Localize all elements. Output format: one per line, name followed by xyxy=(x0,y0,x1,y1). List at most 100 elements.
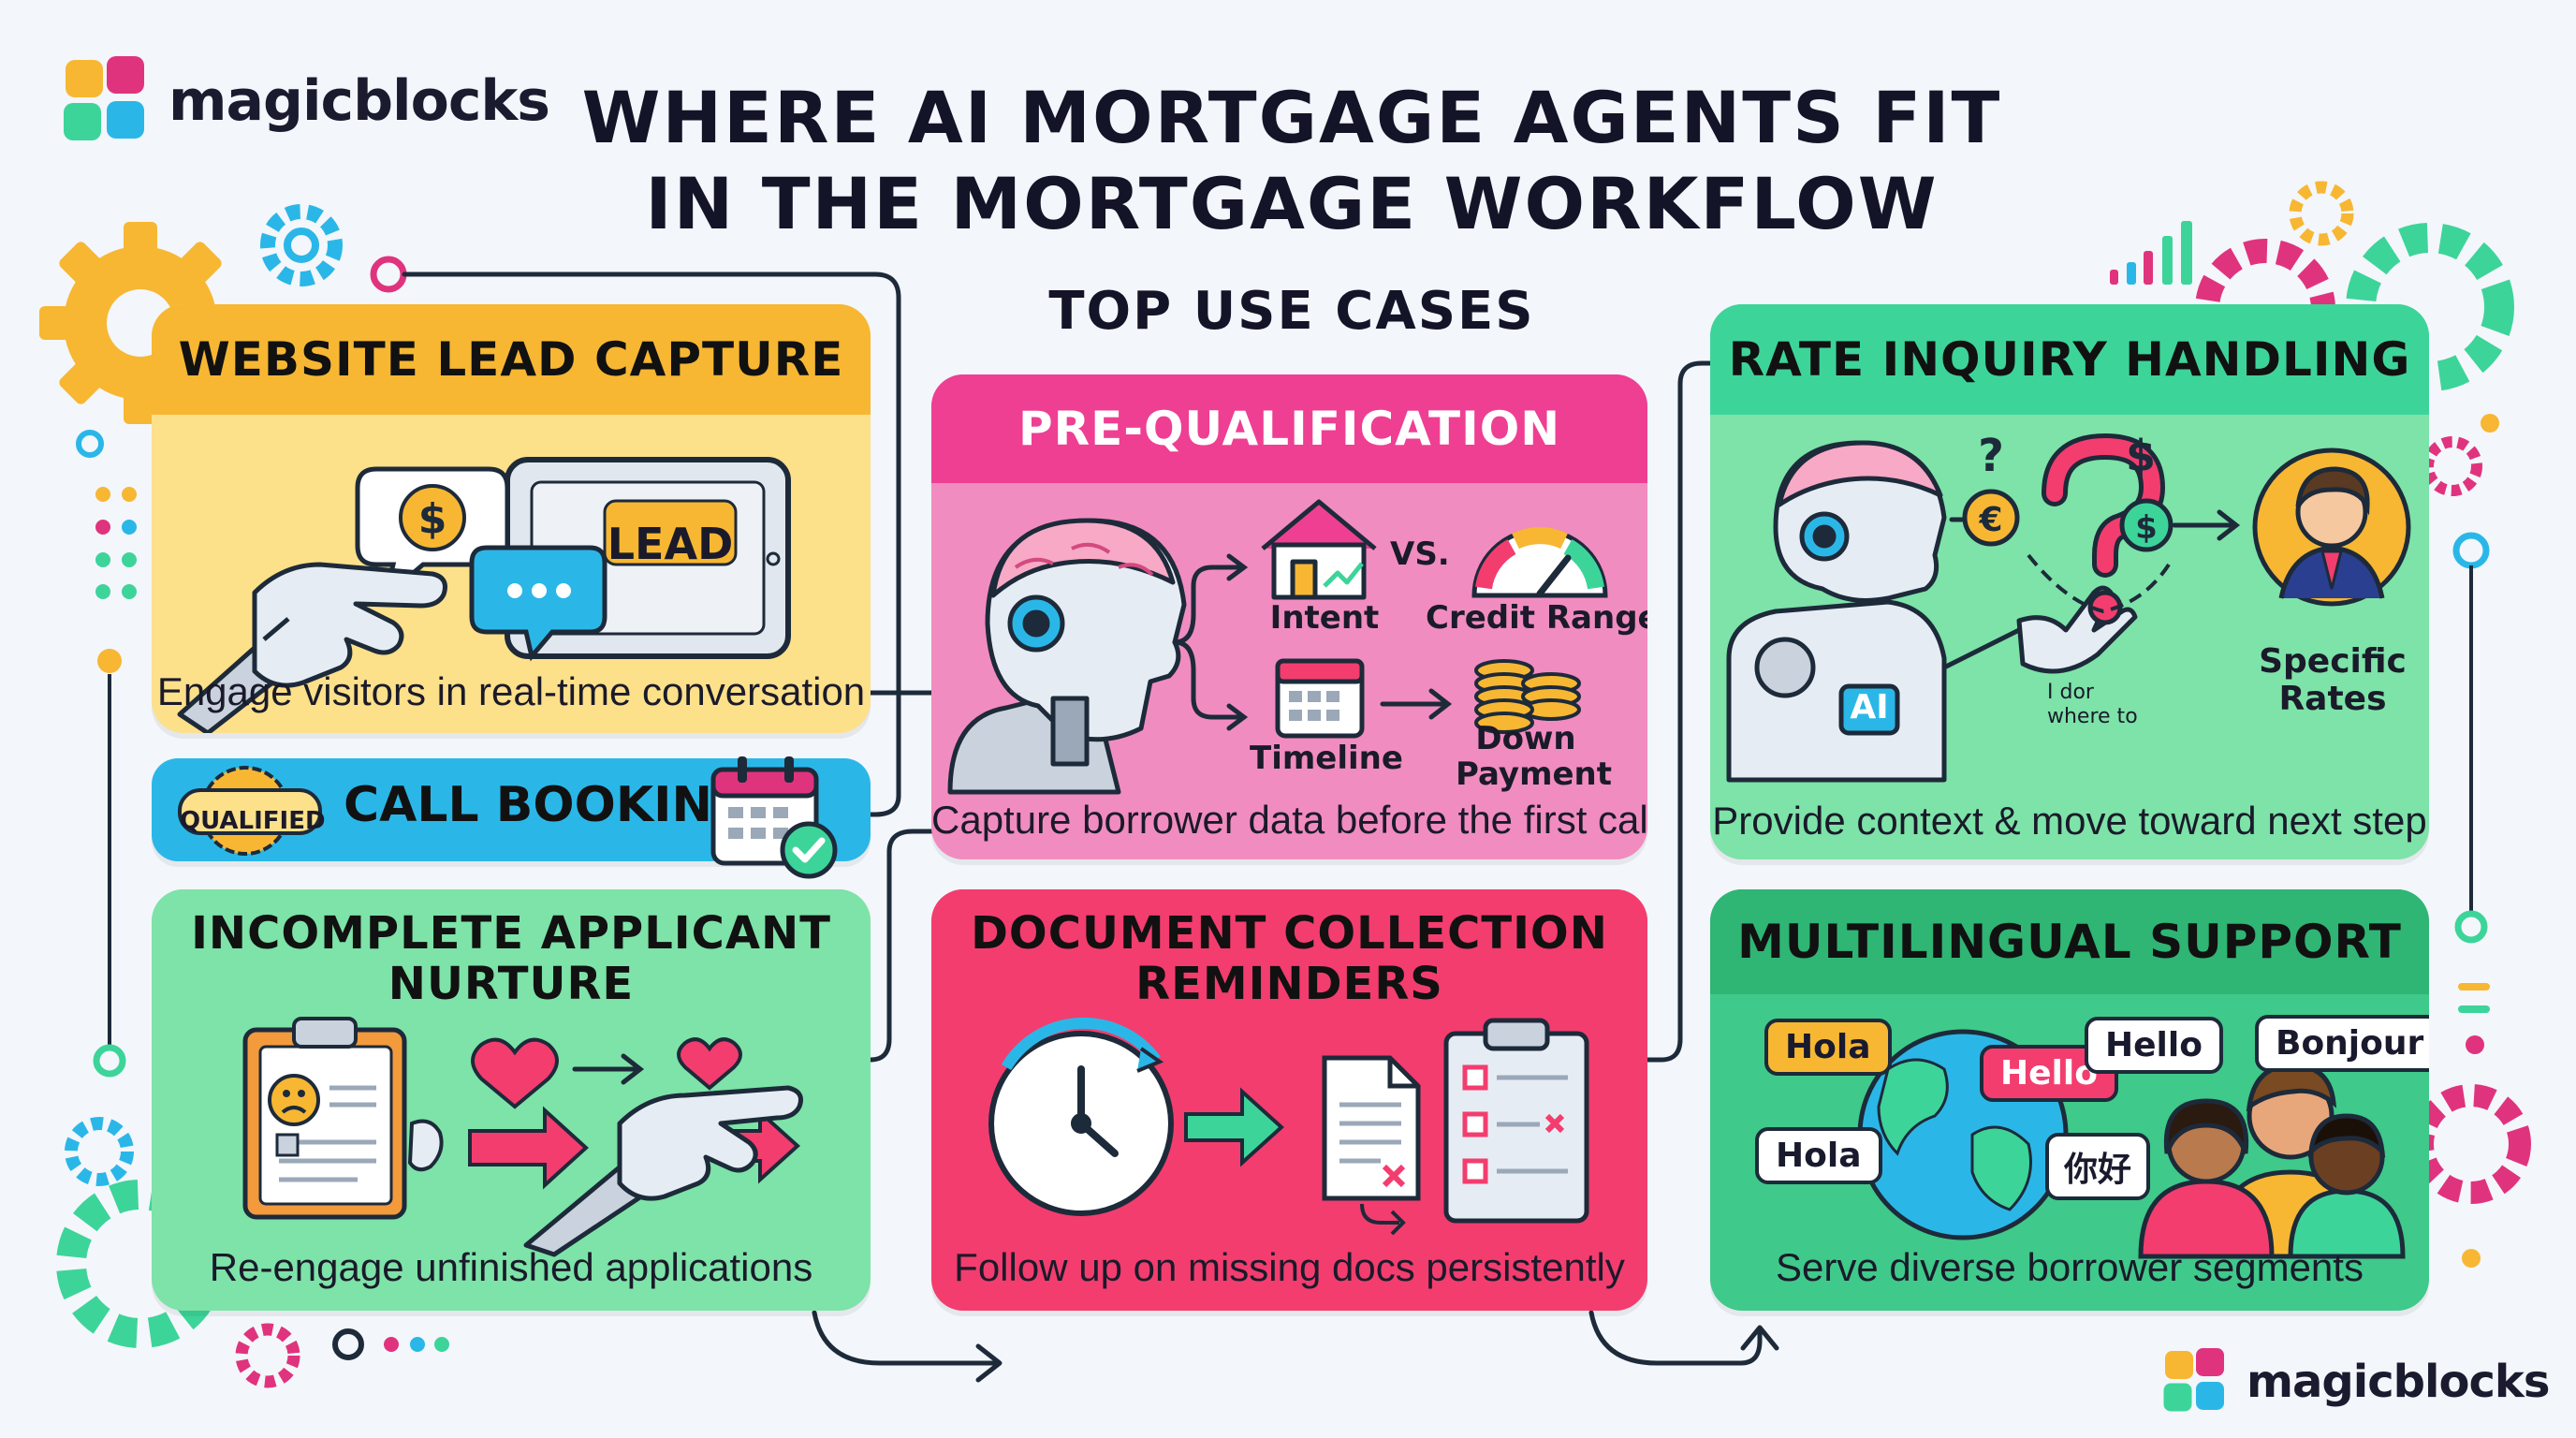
gear-icon xyxy=(235,1323,300,1388)
gear-icon xyxy=(2411,1084,2531,1204)
down-payment-line2: Payment xyxy=(1456,756,1613,793)
card-caption: Capture borrower data before the first c… xyxy=(931,798,1647,842)
hand-text-line1: I dor xyxy=(2047,681,2094,704)
brand-name: magicblocks xyxy=(168,68,550,134)
specific-rates-line2: Rates xyxy=(2278,680,2387,718)
dots-icon xyxy=(332,1328,449,1360)
credit-gauge-icon xyxy=(1471,527,1608,598)
gear-icon xyxy=(65,1117,134,1186)
hand-text: I dor where to xyxy=(2047,681,2138,729)
gear-icon xyxy=(2346,223,2514,391)
card-header: WEBSITE LEAD CAPTURE xyxy=(152,304,871,415)
dollar-coin-icon xyxy=(2119,498,2174,552)
dots-icon xyxy=(95,487,137,599)
lead-badge xyxy=(603,499,738,566)
speech-bubble-text: Bonjour xyxy=(2276,1024,2424,1063)
gear-icon xyxy=(260,204,343,286)
heart-icon xyxy=(471,1037,559,1109)
magicblocks-logo-icon xyxy=(64,56,144,140)
svg-text:€: € xyxy=(1978,501,2002,539)
brand-name: magicblocks xyxy=(2247,1356,2550,1408)
agent-avatar-icon xyxy=(2252,448,2411,607)
card-caption: Follow up on missing docs persistently xyxy=(954,1245,1625,1289)
dot-icon xyxy=(2454,910,2488,944)
card-header: MULTILINGUAL SUPPORT xyxy=(1710,889,2429,994)
card-caption: Serve diverse borrower segments xyxy=(1776,1245,2364,1289)
speech-bubble-text: Hello xyxy=(2000,1054,2098,1093)
dot-icon xyxy=(93,1044,126,1078)
card-header: RATE INQUIRY HANDLING xyxy=(1710,304,2429,415)
speech-bubble: Hello xyxy=(2085,1017,2223,1074)
arrow-right-icon xyxy=(468,1106,589,1190)
vs-label: VS. xyxy=(1390,536,1450,573)
arrow-right-icon xyxy=(1184,1087,1284,1167)
bar-chart-icon xyxy=(2110,221,2192,285)
speech-bubble-text: Hello xyxy=(2105,1026,2203,1064)
dot-icon xyxy=(76,430,104,458)
ai-chest-label: AI xyxy=(1850,688,1889,726)
robot-icon xyxy=(1726,440,2138,783)
document-collection-illustration xyxy=(988,1017,1589,1236)
speech-bubble: 你好 xyxy=(2045,1133,2151,1200)
clipboard-icon xyxy=(242,1017,407,1220)
card-document-collection[interactable]: DOCUMENT COLLECTION REMINDERS xyxy=(931,889,1647,1311)
card-caption: Provide context & move toward next step xyxy=(1712,799,2427,843)
card-title-line1: INCOMPLETE APPLICANT xyxy=(191,907,831,960)
card-call-booking[interactable]: QUALIFIED CALL BOOKING xyxy=(152,756,871,879)
qualified-badge-label: QUALIFIED xyxy=(180,807,326,835)
specific-rates-label: Specific Rates xyxy=(2253,643,2412,718)
gear-icon xyxy=(2422,436,2482,496)
page-title-line1: WHERE AI MORTGAGE AGENTS FIT xyxy=(581,76,2002,159)
card-header: PRE-QUALIFICATION xyxy=(931,374,1647,483)
speech-bubble-text: Hola xyxy=(1776,1137,1862,1175)
robot-hand-icon xyxy=(407,1119,444,1172)
card-pre-qualification[interactable]: PRE-QUALIFICATION xyxy=(931,374,1647,859)
card-title: RATE INQUIRY HANDLING xyxy=(1728,332,2411,387)
card-header: DOCUMENT COLLECTION REMINDERS xyxy=(931,889,1647,1020)
dots-icon xyxy=(2458,983,2490,1054)
document-icon xyxy=(1322,1055,1421,1201)
clock-icon xyxy=(988,1017,1174,1216)
calendar-icon xyxy=(1275,658,1365,739)
dot-icon xyxy=(2481,414,2499,433)
intent-label: Intent xyxy=(1269,599,1380,637)
card-multilingual[interactable]: MULTILINGUAL SUPPORT Hola Hello Hello Bo… xyxy=(1710,889,2429,1311)
speech-bubble: Bonjour xyxy=(2255,1015,2429,1072)
card-caption: Engage visitors in real-time conversatio… xyxy=(156,669,866,713)
message-bubble-icon xyxy=(469,545,607,662)
card-incomplete-applicant-nurture[interactable]: INCOMPLETE APPLICANT NURTURE Re-engage u… xyxy=(152,889,871,1311)
dot-icon xyxy=(97,649,122,673)
card-website-lead-capture[interactable]: WEBSITE LEAD CAPTURE $ LEAD Engage visit… xyxy=(152,304,871,733)
lead-capture-illustration: $ xyxy=(177,457,791,733)
brand-logo[interactable]: magicblocks xyxy=(62,54,550,148)
speech-bubble-text: Hola xyxy=(1785,1028,1871,1066)
magicblocks-logo-icon xyxy=(2163,1348,2224,1412)
svg-text:$: $ xyxy=(418,495,447,543)
page-title: WHERE AI MORTGAGE AGENTS FIT IN THE MORT… xyxy=(449,75,2134,247)
page-title-line2: IN THE MORTGAGE WORKFLOW xyxy=(645,162,1939,245)
calendar-check-icon xyxy=(710,756,838,879)
card-rate-inquiry[interactable]: RATE INQUIRY HANDLING € ? $ $ xyxy=(1710,304,2429,859)
speech-bubble: Hola xyxy=(1764,1019,1892,1076)
dot-icon xyxy=(370,256,407,293)
pre-qualification-illustration xyxy=(947,499,1608,795)
dollar-icon: $ xyxy=(2126,431,2156,481)
robot-head-icon xyxy=(947,518,1187,795)
down-payment-line1: Down xyxy=(1475,720,1576,757)
card-title-line2: REMINDERS xyxy=(1135,958,1443,1010)
arrow-right-icon xyxy=(572,1053,645,1085)
robot-hand-icon xyxy=(177,562,447,733)
section-title: TOP USE CASES xyxy=(1048,281,1535,342)
brand-logo-footer[interactable]: magicblocks xyxy=(2162,1346,2550,1417)
gear-icon xyxy=(2289,181,2354,246)
credit-range-label: Credit Range xyxy=(1426,599,1647,637)
card-title-line2: NURTURE xyxy=(388,958,635,1010)
house-icon xyxy=(1261,499,1377,600)
timeline-label: Timeline xyxy=(1250,740,1403,777)
card-title: PRE-QUALIFICATION xyxy=(1017,402,1561,456)
coins-icon xyxy=(1474,659,1581,734)
card-header: INCOMPLETE APPLICANT NURTURE xyxy=(152,889,871,1020)
card-title: WEBSITE LEAD CAPTURE xyxy=(178,332,844,387)
rate-inquiry-illustration: € ? $ $ xyxy=(1726,430,2411,783)
people-icon xyxy=(2138,1063,2406,1259)
